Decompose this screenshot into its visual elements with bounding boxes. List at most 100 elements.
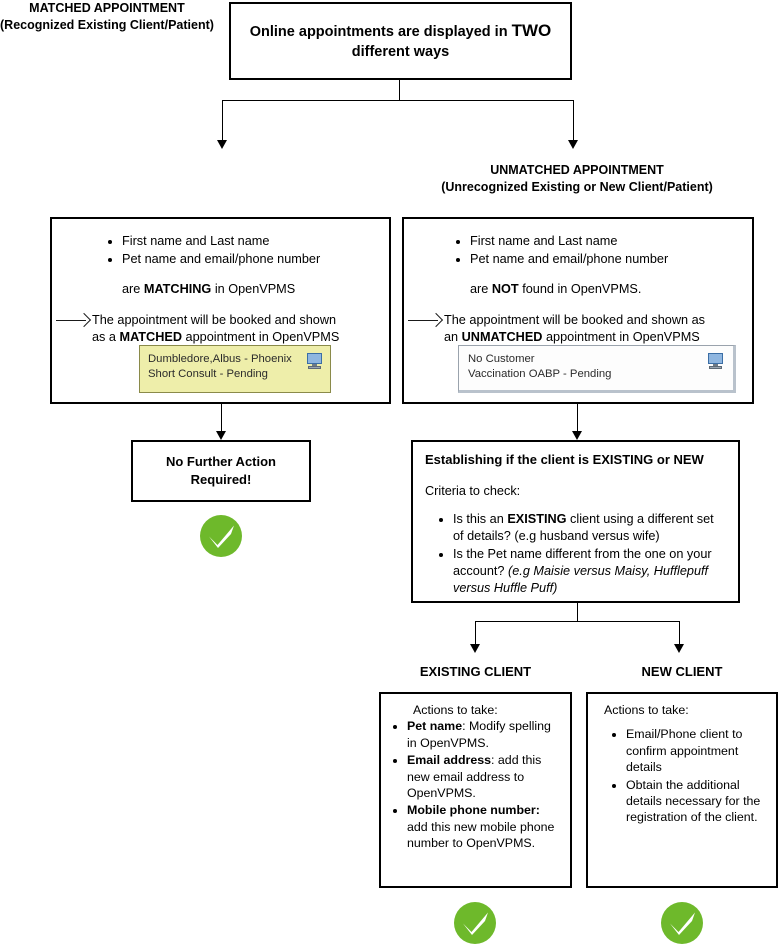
arrowhead-to-new xyxy=(674,644,684,653)
matched-result-line1: The appointment will be booked and shown xyxy=(92,312,337,327)
new-actions-label: Actions to take: xyxy=(604,703,689,717)
connector-to-existing xyxy=(475,621,476,645)
heading-matched-line1: MATCHED APPOINTMENT xyxy=(29,1,185,15)
unmatched-result-line2-pre: an xyxy=(444,329,462,344)
unmatched-result-row: The appointment will be booked and shown… xyxy=(404,312,752,346)
list-item: Is this an EXISTING client using a diffe… xyxy=(453,511,726,545)
unmatched-result-line1: The appointment will be booked and shown… xyxy=(444,312,705,327)
monitor-icon xyxy=(306,353,323,369)
no-further-action-box: No Further Action Required! xyxy=(131,440,311,502)
connector-establishing-down xyxy=(577,603,578,621)
right-arrow-icon xyxy=(404,312,444,329)
unmatched-condition-strong: NOT xyxy=(491,281,519,296)
check-circle-icon xyxy=(452,900,498,946)
existing-actions-list: Pet name: Modify spelling in OpenVPMS. E… xyxy=(389,718,562,851)
existing-item-2-strong: Email address xyxy=(407,753,492,768)
matched-condition-pre: are xyxy=(122,281,144,296)
arrowhead-nofurther xyxy=(216,431,226,440)
connector-to-matched xyxy=(222,100,223,141)
unmatched-result-line2-strong: UNMATCHED xyxy=(461,329,543,344)
list-item: Pet name: Modify spelling in OpenVPMS. xyxy=(407,718,562,751)
list-item: Pet name and email/phone number xyxy=(470,251,752,268)
list-item: Email/Phone client to confirm appointmen… xyxy=(626,726,768,775)
matched-result-text: The appointment will be booked and shown… xyxy=(92,312,389,346)
heading-new-client: NEW CLIENT xyxy=(641,664,723,679)
arrowhead-establishing xyxy=(572,431,582,440)
matched-result-line2-post: appointment in OpenVPMS xyxy=(182,329,340,344)
check-circle-icon xyxy=(198,513,244,559)
arrowhead-to-existing xyxy=(470,644,480,653)
list-item: First name and Last name xyxy=(470,233,752,250)
unmatched-appointment-snippet: No Customer Vaccination OABP - Pending xyxy=(458,345,736,393)
unmatched-result-text: The appointment will be booked and shown… xyxy=(444,312,752,346)
matched-snippet-text: Dumbledore,Albus - Phoenix Short Consult… xyxy=(148,352,292,383)
unmatched-snippet-line1: No Customer xyxy=(468,353,535,365)
heading-unmatched-appointment: UNMATCHED APPOINTMENT (Unrecognized Exis… xyxy=(402,162,752,195)
matched-appointment-snippet: Dumbledore,Albus - Phoenix Short Consult… xyxy=(139,345,331,393)
monitor-icon xyxy=(707,353,724,369)
connector-unmatched-to-establishing xyxy=(577,404,578,432)
matched-snippet-line2: Short Consult - Pending xyxy=(148,368,268,381)
establishing-title: Establishing if the client is EXISTING o… xyxy=(425,452,704,467)
matched-condition-line: are MATCHING in OpenVPMS xyxy=(122,281,389,298)
list-item: Is the Pet name different from the one o… xyxy=(453,546,726,597)
no-further-action-line1: No Further Action xyxy=(165,454,276,470)
connector-title-down xyxy=(399,80,400,100)
list-item: Obtain the additional details necessary … xyxy=(626,777,768,826)
list-item: Mobile phone number: add this new mobile… xyxy=(407,802,562,851)
matched-result-row: The appointment will be booked and shown… xyxy=(52,312,389,346)
criteria-2-italic: (e.g Maisie versus Maisy, Hufflepuff ver… xyxy=(453,563,709,595)
title-box: Online appointments are displayed in TWO… xyxy=(229,2,572,80)
new-client-actions-box: Actions to take: Email/Phone client to c… xyxy=(586,692,778,888)
criteria-label: Criteria to check: xyxy=(425,484,521,499)
new-actions-list: Email/Phone client to confirm appointmen… xyxy=(608,726,768,825)
heading-existing-client: EXISTING CLIENT xyxy=(419,664,532,679)
unmatched-snippet-line2: Vaccination OABP - Pending xyxy=(468,368,612,381)
matched-result-line2-pre: as a xyxy=(92,329,120,344)
unmatched-condition-post: found in OpenVPMS. xyxy=(518,281,642,296)
existing-item-2-rest: : add this new email address to OpenVPMS… xyxy=(407,753,542,800)
title-line1-strong: TWO xyxy=(511,20,552,40)
matched-condition-strong: MATCHING xyxy=(143,281,212,296)
check-circle-icon xyxy=(659,900,705,946)
existing-item-3-rest: add this new mobile phone number to Open… xyxy=(407,819,555,850)
heading-matched-line2: (Recognized Existing Client/Patient) xyxy=(0,17,214,32)
unmatched-snippet-text: No Customer Vaccination OABP - Pending xyxy=(468,352,611,383)
existing-item-1-rest: : Modify spelling in OpenVPMS. xyxy=(407,719,551,750)
existing-item-1-strong: Pet name xyxy=(407,719,463,734)
matched-detail-box: First name and Last name Pet name and em… xyxy=(50,217,391,404)
existing-item-3-strong: Mobile phone number: xyxy=(407,803,540,818)
arrowhead-to-matched xyxy=(217,140,227,149)
matched-snippet-line1: Dumbledore,Albus - Phoenix xyxy=(148,353,292,365)
heading-matched-appointment: MATCHED APPOINTMENT (Recognized Existing… xyxy=(0,0,214,33)
existing-client-actions-box: Actions to take: Pet name: Modify spelli… xyxy=(379,692,572,888)
criteria-1-pre: Is this an xyxy=(453,512,508,527)
title-line2: different ways xyxy=(351,43,450,60)
unmatched-result-line2-post: appointment in OpenVPMS xyxy=(542,329,700,344)
list-item: Pet name and email/phone number xyxy=(122,251,389,268)
no-further-action-line2: Required! xyxy=(190,472,252,487)
criteria-1-strong: EXISTING xyxy=(507,512,567,527)
matched-bullet-list: First name and Last name Pet name and em… xyxy=(104,233,389,268)
list-item: First name and Last name xyxy=(122,233,389,250)
unmatched-bullet-list: First name and Last name Pet name and em… xyxy=(452,233,752,268)
criteria-list: Is this an EXISTING client using a diffe… xyxy=(435,511,726,596)
unmatched-condition-line: are NOT found in OpenVPMS. xyxy=(470,281,752,298)
connector-to-unmatched xyxy=(573,100,574,141)
arrowhead-to-unmatched xyxy=(568,140,578,149)
existing-actions-label: Actions to take: xyxy=(413,703,498,717)
establishing-client-box: Establishing if the client is EXISTING o… xyxy=(411,440,740,603)
unmatched-condition-pre: are xyxy=(470,281,492,296)
connector-title-split xyxy=(222,100,574,101)
heading-unmatched-line2: (Unrecognized Existing or New Client/Pat… xyxy=(441,179,713,194)
matched-condition-post: in OpenVPMS xyxy=(211,281,296,296)
connector-establishing-split xyxy=(475,621,679,622)
connector-to-new xyxy=(679,621,680,645)
list-item: Email address: add this new email addres… xyxy=(407,752,562,801)
heading-unmatched-line1: UNMATCHED APPOINTMENT xyxy=(490,163,664,177)
connector-matched-to-nofurther xyxy=(221,404,222,432)
title-line1-pre: Online appointments are displayed in xyxy=(249,23,512,40)
criteria-1-post: client using a different set of details?… xyxy=(453,512,714,544)
criteria-2-pre: Is the Pet name different from the one o… xyxy=(453,546,712,578)
matched-result-line2-strong: MATCHED xyxy=(119,329,183,344)
